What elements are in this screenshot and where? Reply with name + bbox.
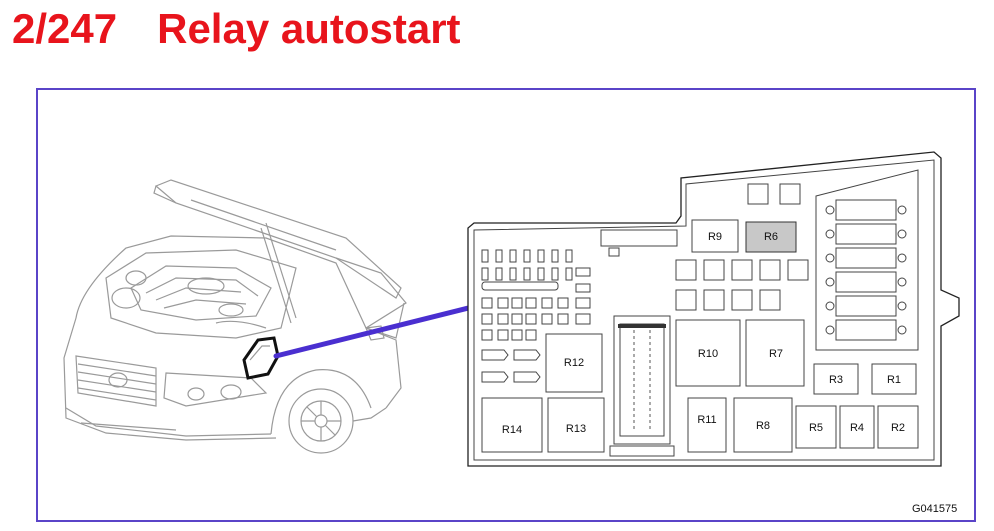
relay-r7: R7 [745, 319, 805, 387]
relay-r10-label: R10 [698, 348, 718, 360]
relay-r3: R3 [813, 363, 859, 395]
car-relay-box-marker [242, 336, 280, 380]
relay-r10: R10 [675, 319, 741, 387]
image-code: G041575 [912, 503, 957, 515]
relay-r6: R6 [745, 221, 797, 253]
relay-location-diagram: R9 R6 R12 R10 R7 R3 R1 R14 [63, 151, 960, 515]
relay-r9-label: R9 [708, 231, 722, 243]
relay-r14: R14 [481, 397, 543, 453]
relay-r11: R11 [687, 397, 727, 453]
page-heading: Relay autostart [157, 5, 461, 52]
relay-r12: R12 [545, 333, 603, 393]
relay-r5-label: R5 [809, 422, 823, 434]
relay-r2-label: R2 [891, 422, 905, 434]
page-number: 2/247 [12, 5, 118, 52]
page-title: 2/247 Relay autostart [12, 4, 461, 54]
relay-r13-label: R13 [566, 423, 586, 435]
relay-r8-label: R8 [756, 420, 770, 432]
fuse-column [815, 169, 919, 351]
relay-r14-label: R14 [502, 424, 522, 436]
relay-r3-label: R3 [829, 374, 843, 386]
relay-r4: R4 [839, 405, 875, 449]
relay-r4-label: R4 [850, 422, 864, 434]
relay-r11-label: R11 [697, 414, 716, 426]
relay-r7-label: R7 [769, 348, 783, 360]
relay-r1-label: R1 [887, 374, 901, 386]
relay-box-icon: R9 R6 R12 R10 R7 R3 R1 R14 [467, 151, 960, 467]
relay-r9: R9 [691, 219, 739, 253]
relay-r5: R5 [795, 405, 837, 449]
relay-r12-label: R12 [564, 357, 584, 369]
relay-r6-label: R6 [764, 231, 778, 243]
diagram-frame [36, 88, 976, 522]
relay-r1: R1 [871, 363, 917, 395]
relay-r13: R13 [547, 397, 605, 453]
relay-r2: R2 [877, 405, 919, 449]
center-connector [609, 315, 675, 457]
connector-slots [481, 229, 678, 383]
car-front-hood-open-icon [63, 179, 407, 454]
relay-r8: R8 [733, 397, 793, 453]
fuse-slot-grid [675, 183, 809, 311]
